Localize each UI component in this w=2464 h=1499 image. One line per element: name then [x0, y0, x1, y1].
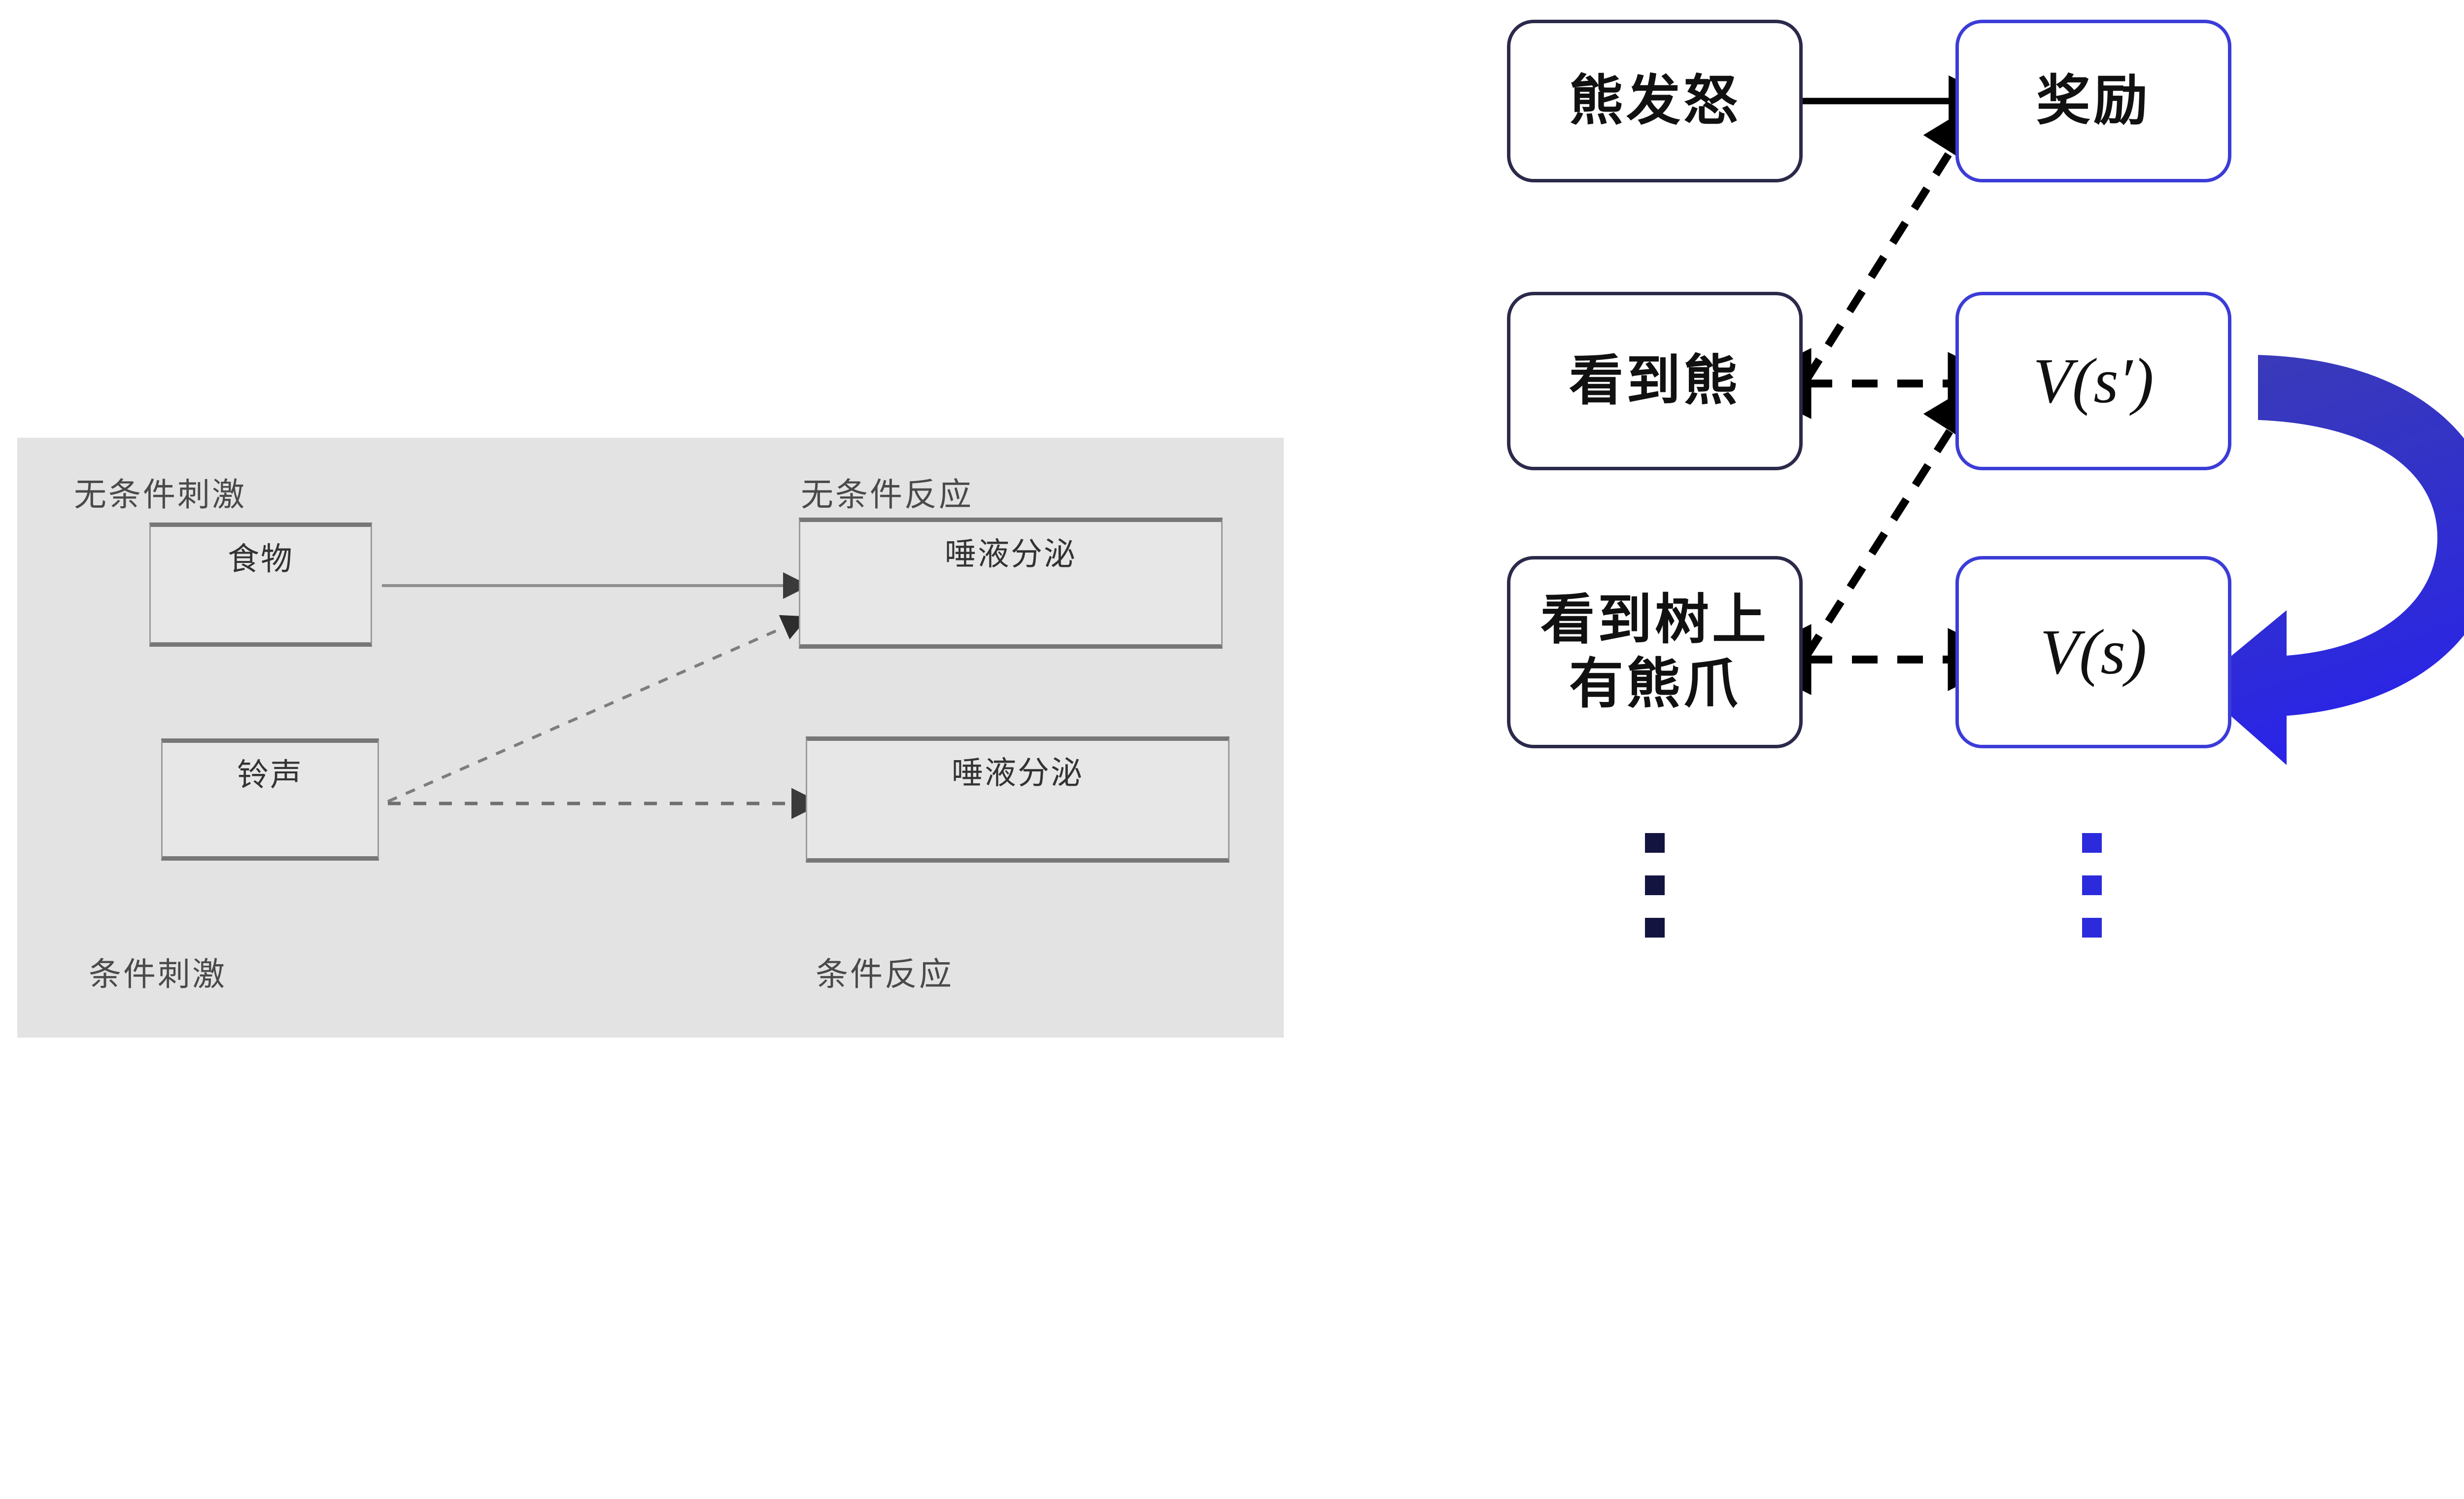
box-salivation-unconditioned: 唾液分泌 — [799, 518, 1223, 649]
box-salivation-conditioned: 唾液分泌 — [806, 736, 1230, 863]
box-food: 食物 — [149, 523, 372, 647]
rl-arrows — [1740, 75, 2464, 765]
label-conditioned-response: 条件反应 — [816, 956, 954, 992]
ellipsis-states — [1645, 833, 1665, 938]
box-value-s-prime-label: V(s′) — [2033, 346, 2154, 417]
ellipsis-values-dot-3 — [2082, 918, 2102, 938]
box-state-see-bear-label: 看到熊 — [1569, 350, 1741, 412]
box-value-reward: 奖励 — [1955, 20, 2231, 182]
box-value-s-prime: V(s′) — [1955, 292, 2231, 470]
ellipsis-states-dot-3 — [1645, 918, 1665, 938]
arrow-see-bear-to-reward — [1803, 98, 1984, 382]
reinforcement-learning-panel: 熊发怒 看到熊 看到树上 有熊爪 奖励 V(s′) V(s) — [1454, 0, 2464, 1499]
ellipsis-values — [2082, 833, 2102, 938]
box-state-see-bear: 看到熊 — [1507, 292, 1803, 470]
ellipsis-states-dot-2 — [1645, 875, 1665, 895]
box-state-see-claw-label: 看到树上 有熊爪 — [1540, 588, 1769, 716]
pavlov-conditioning-panel: 无条件刺激 无条件反应 条件刺激 条件反应 食物 铃声 唾液分泌 唾液分泌 — [17, 438, 1284, 1038]
arrow-see-claw-to-value-s-prime — [1803, 378, 1984, 658]
box-food-label: 食物 — [228, 541, 294, 577]
pavlov-arrows — [382, 572, 822, 819]
box-salivation-conditioned-label: 唾液分泌 — [952, 755, 1084, 791]
label-unconditioned-stimulus: 无条件刺激 — [74, 476, 246, 513]
ellipsis-values-dot-2 — [2082, 875, 2102, 895]
box-state-see-claw: 看到树上 有熊爪 — [1507, 556, 1803, 748]
box-salivation-unconditioned-label: 唾液分泌 — [945, 536, 1077, 572]
update-loop-arrow — [2196, 355, 2464, 765]
label-unconditioned-response: 无条件反应 — [801, 476, 973, 513]
ellipsis-states-dot-1 — [1645, 833, 1665, 853]
box-value-s-label: V(s) — [2040, 617, 2147, 688]
box-state-see-claw-line2: 有熊爪 — [1569, 654, 1741, 714]
box-bell: 铃声 — [161, 738, 379, 861]
box-state-bear-anger-label: 熊发怒 — [1569, 70, 1741, 132]
ellipsis-values-dot-1 — [2082, 833, 2102, 853]
arrow-bell-to-salivation-uncond — [387, 615, 809, 803]
label-conditioned-stimulus: 条件刺激 — [89, 956, 227, 992]
box-state-bear-anger: 熊发怒 — [1507, 20, 1803, 182]
box-value-s: V(s) — [1955, 556, 2231, 748]
box-value-reward-label: 奖励 — [2036, 70, 2151, 132]
box-bell-label: 铃声 — [237, 757, 303, 793]
box-state-see-claw-line1: 看到树上 — [1540, 590, 1769, 651]
